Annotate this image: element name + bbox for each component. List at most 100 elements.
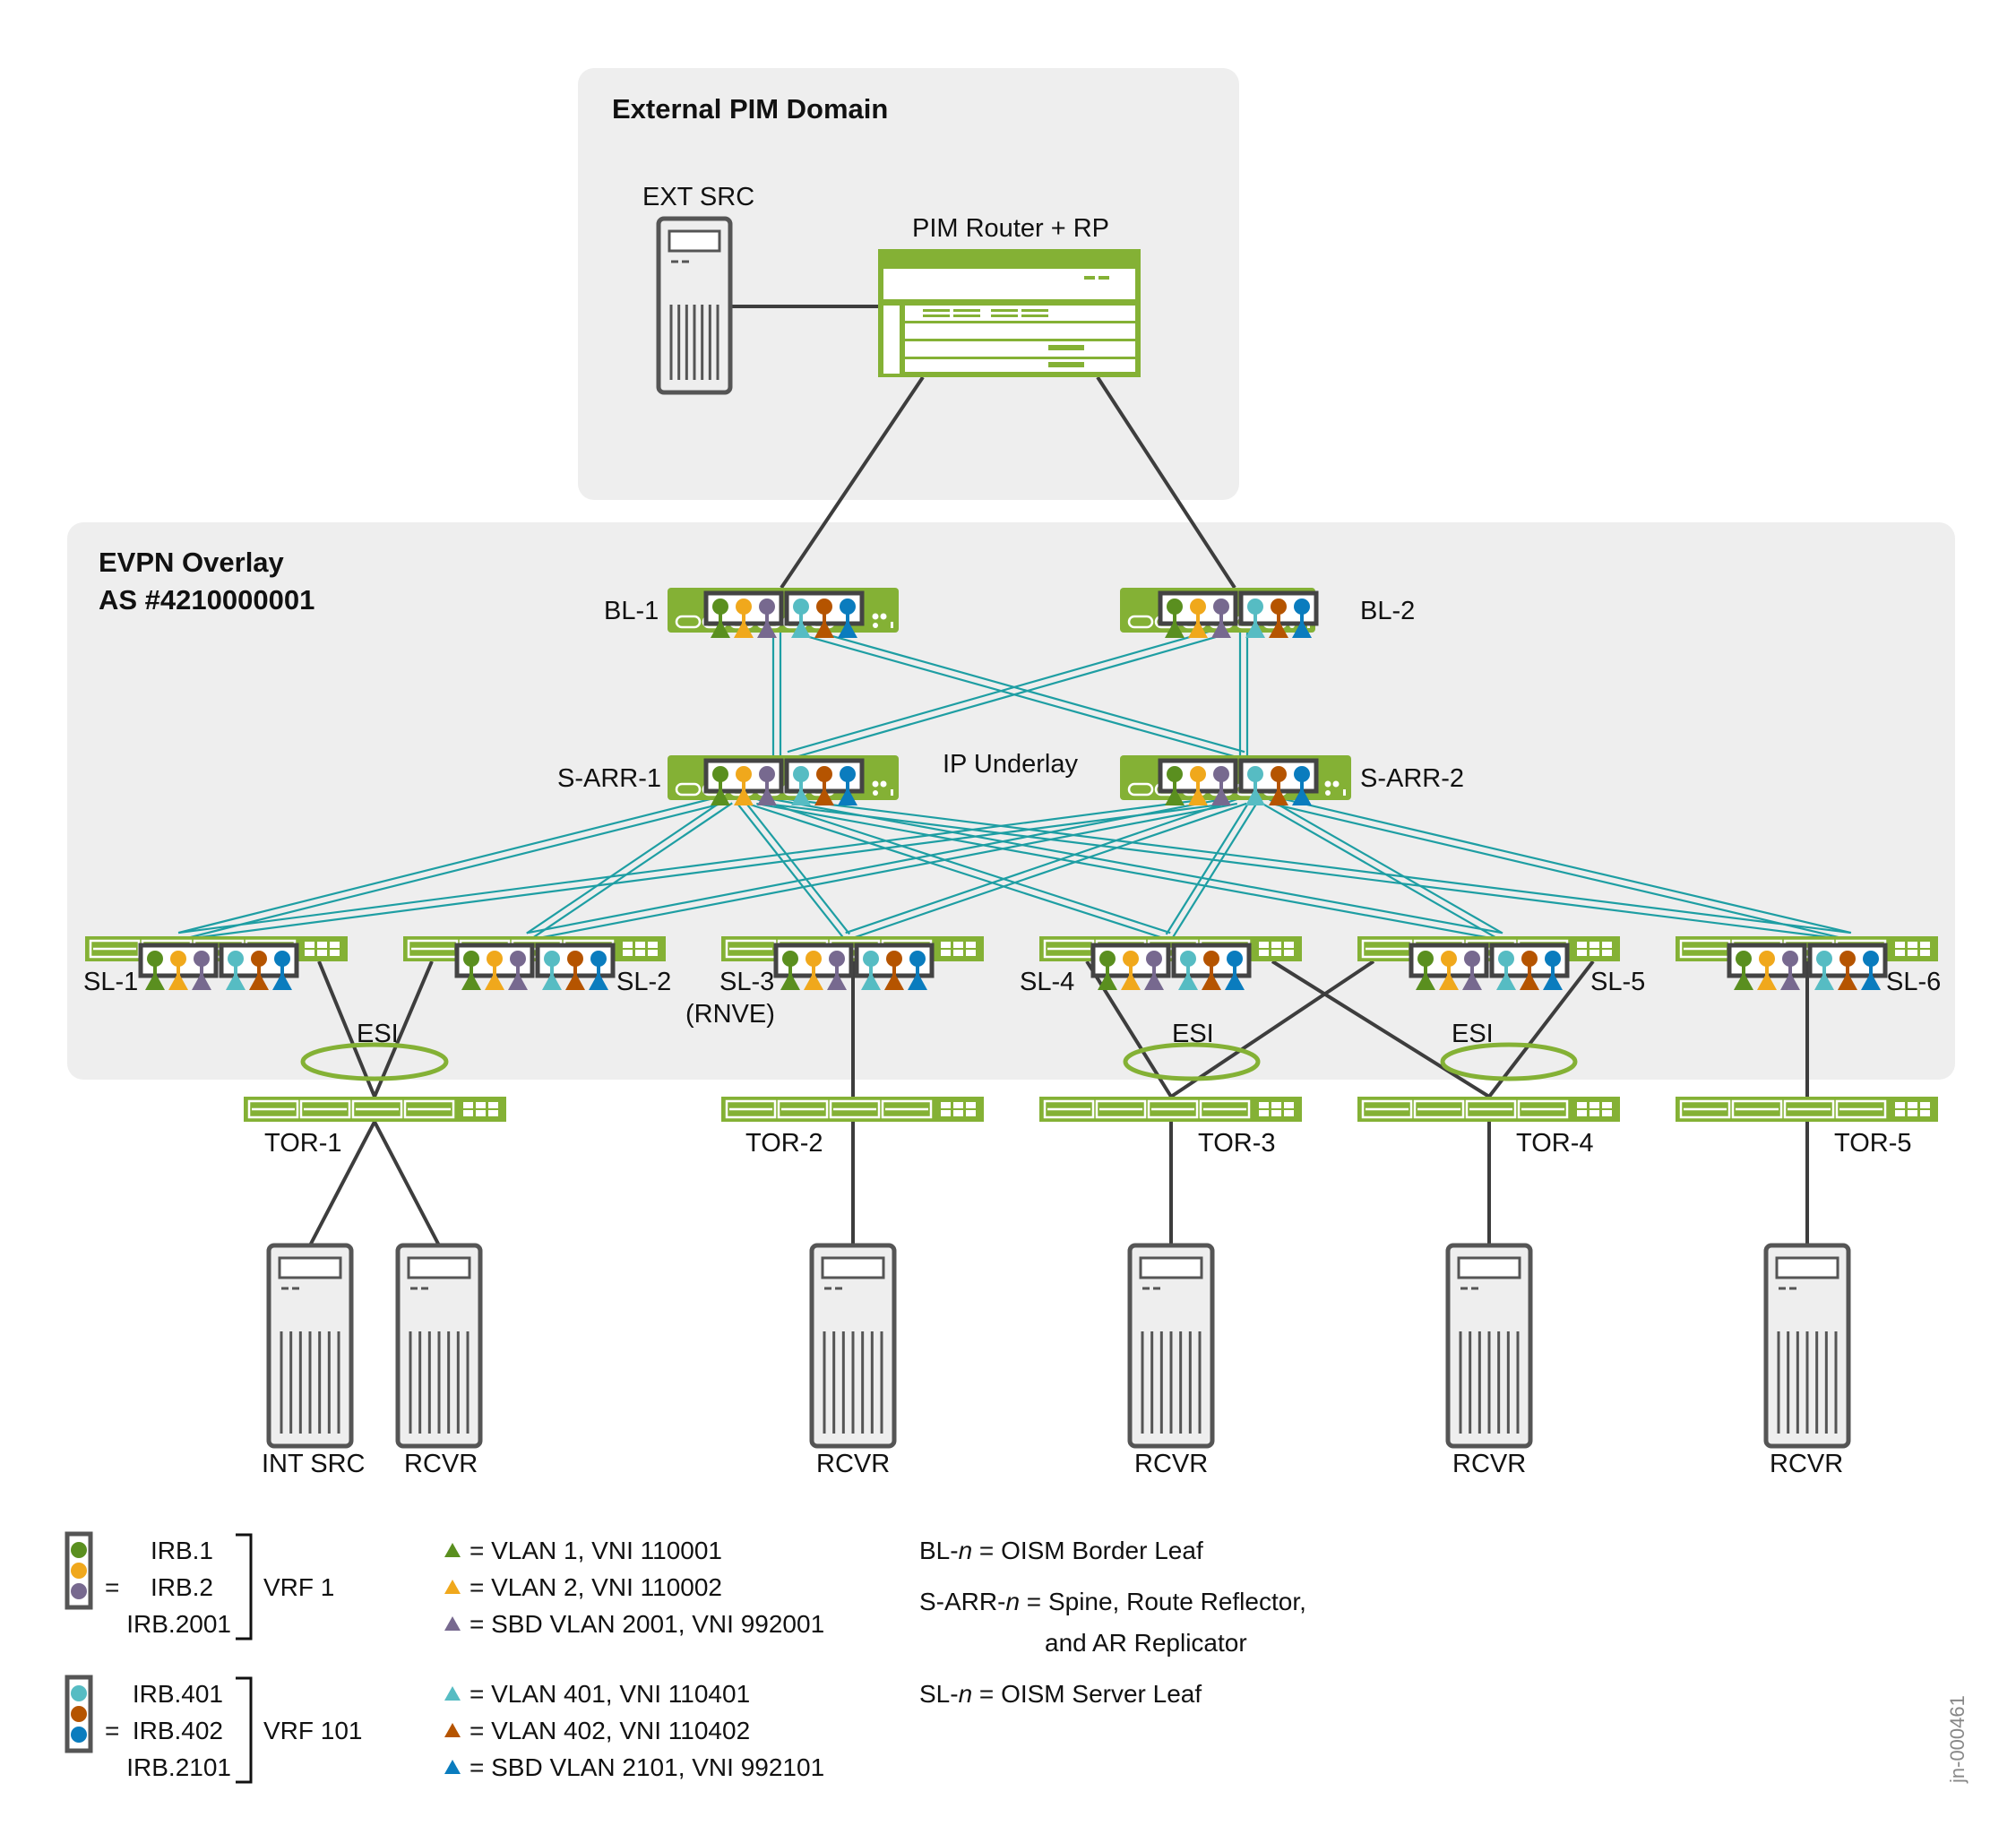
irb-badge (1158, 590, 1319, 638)
irb-dot-icon (1099, 951, 1116, 967)
switch-port (966, 942, 976, 948)
irb-dot-icon (1521, 951, 1538, 967)
tor-5-switch (1676, 1097, 1938, 1122)
vlan-stem (1846, 961, 1849, 976)
underlay-line (1271, 802, 1850, 941)
vlan-triangle-icon (1165, 620, 1185, 638)
legend-vlan-row: = SBD VLAN 2101, VNI 992101 (444, 1753, 824, 1781)
vlan-stem (1254, 777, 1257, 791)
vlan-stem (1869, 961, 1873, 976)
irb-dot-icon (759, 599, 775, 615)
switch-port (1895, 1110, 1905, 1116)
vlan-triangle-icon (1188, 788, 1208, 805)
switch-port (1908, 950, 1917, 956)
host-server-3 (809, 1243, 897, 1449)
vlan-triangle-icon (1188, 620, 1208, 638)
irb-dot-icon (1782, 951, 1798, 967)
irb-dot-icon (71, 1685, 87, 1701)
switch-port (966, 1110, 976, 1116)
switch-port (1577, 1102, 1587, 1108)
vlan-triangle-icon (734, 788, 754, 805)
link-sarr2-sl3 (845, 796, 1247, 941)
router-port (1048, 362, 1084, 367)
switch-port (488, 1102, 498, 1108)
legend-roles: BL-n = OISM Border Leaf S-ARR-n = Spine,… (919, 1537, 1306, 1708)
tor-3-switch (1039, 1097, 1302, 1122)
sl-3-switch (721, 936, 984, 990)
sl-2-label: SL-2 (616, 968, 671, 996)
vlan-stem (597, 961, 600, 976)
switch-port (941, 1110, 951, 1116)
switch-led (873, 790, 878, 796)
router-port (1048, 345, 1084, 350)
vlan-stem (835, 961, 839, 976)
switch-port (623, 950, 633, 956)
underlay-line (847, 802, 1247, 941)
vlan-triangle-icon (780, 972, 800, 990)
vlan-triangle-icon (249, 972, 269, 990)
host-server-1 (266, 1243, 354, 1449)
link-sarr2-sl2 (528, 795, 1237, 942)
underlay-line (530, 802, 733, 941)
vlan-stem (1424, 961, 1427, 976)
link-sarr2-sl4 (1165, 797, 1259, 939)
switch-led (1325, 790, 1331, 796)
switch-led (1324, 780, 1331, 788)
legend-role-bl: BL-n = OISM Border Leaf (919, 1537, 1203, 1564)
switch-port (829, 1099, 881, 1119)
underlay-line (741, 797, 851, 935)
vlan-triangle-icon (1178, 972, 1198, 990)
vlan-stem (177, 961, 180, 976)
switch-port (1271, 950, 1281, 956)
vlan-triangle-icon (589, 972, 608, 990)
vlan-stem (1528, 961, 1531, 976)
irb-dot-icon (1247, 599, 1263, 615)
switch-port (1920, 950, 1930, 956)
vlan-stem (280, 961, 284, 976)
switch-port (1920, 942, 1930, 948)
vlan-triangle-icon (1780, 972, 1800, 990)
irb-dot-icon (816, 599, 832, 615)
irb-dot-icon (886, 951, 902, 967)
legend-vlan-text: = VLAN 402, VNI 110402 (470, 1717, 750, 1744)
link-bl1-sarr1 (771, 633, 782, 755)
document-id: jn-000461 (1946, 1695, 1969, 1784)
underlay-line (766, 795, 1851, 934)
switch-port (1259, 950, 1269, 956)
vlan-stem (1254, 609, 1257, 624)
switch-port (317, 942, 327, 948)
vlan-stem (1219, 777, 1223, 791)
vlan-stem (1765, 961, 1769, 976)
link-sarr1-sl1 (177, 796, 723, 941)
host-server-5 (1445, 1243, 1533, 1449)
irb-dot-icon (590, 951, 607, 967)
switch-port (1590, 942, 1599, 948)
vlan-triangle-icon (444, 1686, 461, 1701)
irb-dot-icon (194, 951, 210, 967)
legend-role-sl: SL-n = OISM Server Leaf (919, 1680, 1202, 1708)
underlay-line (788, 634, 1220, 760)
irb-dot-icon (736, 599, 752, 615)
underlay-line (1261, 802, 1500, 941)
vlan-stem (1277, 777, 1280, 791)
switch-port (1284, 942, 1294, 948)
irb-dot-icon (816, 766, 832, 782)
vlan-triangle-icon (192, 972, 211, 990)
irb-dot-icon (736, 766, 752, 782)
irb-badge (454, 943, 616, 990)
vlan-stem (470, 961, 473, 976)
host-server-2 (395, 1243, 483, 1449)
esi-ring-icon (300, 1042, 449, 1081)
link-sarr1-sl4 (746, 796, 1171, 941)
irb-dot-icon (71, 1706, 87, 1722)
bracket (236, 1676, 253, 1784)
bl-2-switch (1120, 588, 1319, 638)
switch-port (305, 950, 314, 956)
switch-port (1259, 1102, 1269, 1108)
link-pimrouter-bl1 (780, 375, 925, 590)
switch-port (953, 1110, 963, 1116)
underlay-line (1264, 796, 1503, 934)
vlan-triangle-icon (226, 972, 246, 990)
evpn-overlay-panel (67, 522, 1955, 1080)
irb-dot-icon (909, 951, 926, 967)
